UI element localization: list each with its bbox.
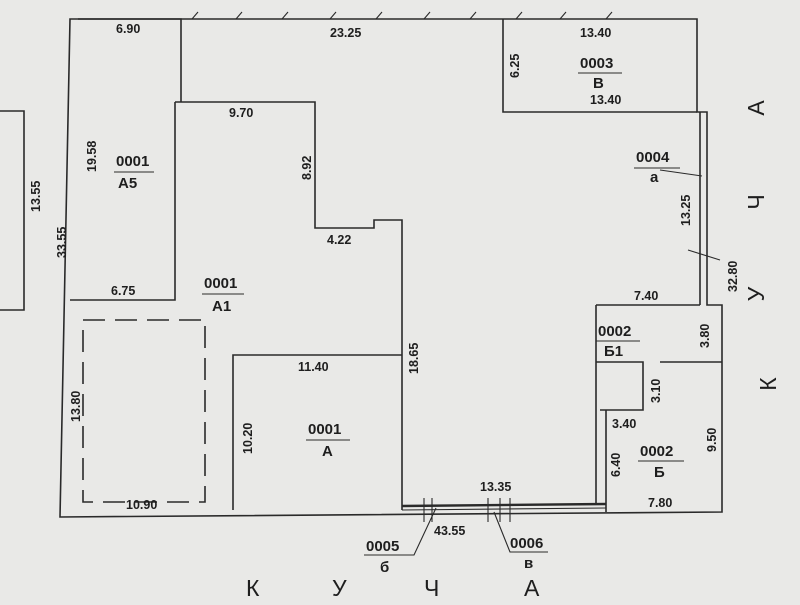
- zone-v-small-letter: в: [524, 555, 533, 572]
- zone-a1: 0001 А1: [202, 275, 244, 315]
- dim-mid-left: 6.75: [111, 284, 135, 298]
- right-tick: [687, 249, 721, 261]
- zone-v-small: 0006 в: [510, 535, 543, 572]
- zone-a: 0001 А: [306, 421, 350, 460]
- zone-a5-code: 0001: [116, 153, 149, 170]
- right-pointer-line: [659, 169, 703, 177]
- leader-0006: [493, 511, 548, 553]
- zone-b1-code: 0002: [598, 323, 631, 340]
- zone-a5-letter: А5: [118, 175, 137, 192]
- street-bottom-letter: К: [246, 575, 260, 601]
- zone-a-small-letter: а: [650, 169, 659, 186]
- dim-top-mid: 23.25: [330, 26, 361, 40]
- dim-top-right-b: 13.40: [590, 93, 621, 107]
- zone-a-code: 0001: [308, 421, 341, 438]
- zone-a-small-code: 0004: [636, 149, 670, 166]
- zone-b-code: 0002: [640, 443, 673, 460]
- bottom-street-line: [401, 502, 607, 508]
- dim-room-top: 11.40: [298, 360, 329, 374]
- street-right-letter: У: [743, 286, 769, 301]
- fence-ticks: [191, 11, 613, 20]
- zone-b-small: 0005 б: [366, 538, 399, 576]
- street-right-letter: К: [755, 377, 781, 391]
- street-label-right: А Ч У К: [743, 100, 781, 391]
- dashed-area: [82, 319, 206, 503]
- street-right-letter: Ч: [743, 194, 769, 209]
- dim-b-right: 9.50: [705, 428, 719, 452]
- street-bottom-letter: Ч: [424, 575, 439, 601]
- zone-b-letter: Б: [654, 464, 665, 481]
- building-a1-outline: [175, 101, 403, 510]
- zone-b-small-code: 0005: [366, 538, 399, 555]
- zone-b-small-letter: б: [380, 559, 389, 576]
- dim-right-inner: 13.25: [679, 195, 693, 226]
- zone-a-letter: А: [322, 443, 333, 460]
- building-v-outline: [502, 19, 697, 113]
- dim-bottom-left: 10.90: [126, 498, 157, 512]
- dim-top-left: 6.90: [116, 22, 140, 36]
- zone-v-letter: В: [593, 75, 604, 92]
- dim-mid-vert: 18.65: [407, 343, 421, 374]
- dim-b-bottom: 7.80: [648, 496, 672, 510]
- zone-b: 0002 Б: [638, 443, 684, 481]
- street-right-letter: А: [743, 100, 769, 116]
- dim-b1-low: 3.40: [612, 417, 636, 431]
- zone-b1: 0002 Б1: [596, 323, 640, 360]
- street-label-bottom: К У Ч А: [246, 575, 540, 601]
- dim-notch: 4.22: [327, 233, 351, 247]
- dim-left-inner: 19.58: [85, 141, 99, 172]
- zone-a1-code: 0001: [204, 275, 237, 292]
- zone-v: 0003 В: [578, 55, 622, 92]
- dim-b1-right: 3.80: [698, 324, 712, 348]
- dim-left-outer: 33.55: [55, 227, 69, 258]
- building-b1-outline: [595, 304, 722, 505]
- outer-boundary: [59, 18, 723, 518]
- dim-far-left: 13.55: [29, 181, 43, 212]
- zone-v-small-code: 0006: [510, 535, 543, 552]
- bottom-street-line-inner: [401, 507, 607, 511]
- street-bottom-letter: А: [524, 575, 540, 601]
- zone-a5: 0001 А5: [114, 153, 154, 192]
- building-a5-outline: [70, 18, 182, 301]
- dim-b1-top: 7.40: [634, 289, 658, 303]
- dim-inner-vert: 8.92: [300, 156, 314, 180]
- dim-room-left: 10.20: [241, 423, 255, 454]
- building-a-outline: [232, 354, 402, 510]
- dim-b-left: 6.40: [609, 453, 623, 477]
- leader-0005: [364, 507, 437, 556]
- bottom-ticks: [423, 498, 511, 522]
- dim-bottom-small: 13.35: [480, 480, 511, 494]
- dim-right-small: 6.25: [508, 54, 522, 78]
- neighbor-building-outline: [0, 110, 25, 311]
- dim-dashed-vert: 13.80: [69, 391, 83, 422]
- zone-v-code: 0003: [580, 55, 613, 72]
- street-bottom-letter: У: [332, 575, 347, 601]
- zone-b1-letter: Б1: [604, 343, 623, 360]
- dim-right-outer: 32.80: [726, 261, 740, 292]
- zone-a-small: 0004 а: [634, 149, 680, 186]
- zone-a1-letter: А1: [212, 298, 231, 315]
- dim-top-right-a: 13.40: [580, 26, 611, 40]
- dim-bottom-total: 43.55: [434, 524, 465, 538]
- dim-inner-top: 9.70: [229, 106, 253, 120]
- dim-b1-vert: 3.10: [649, 379, 663, 403]
